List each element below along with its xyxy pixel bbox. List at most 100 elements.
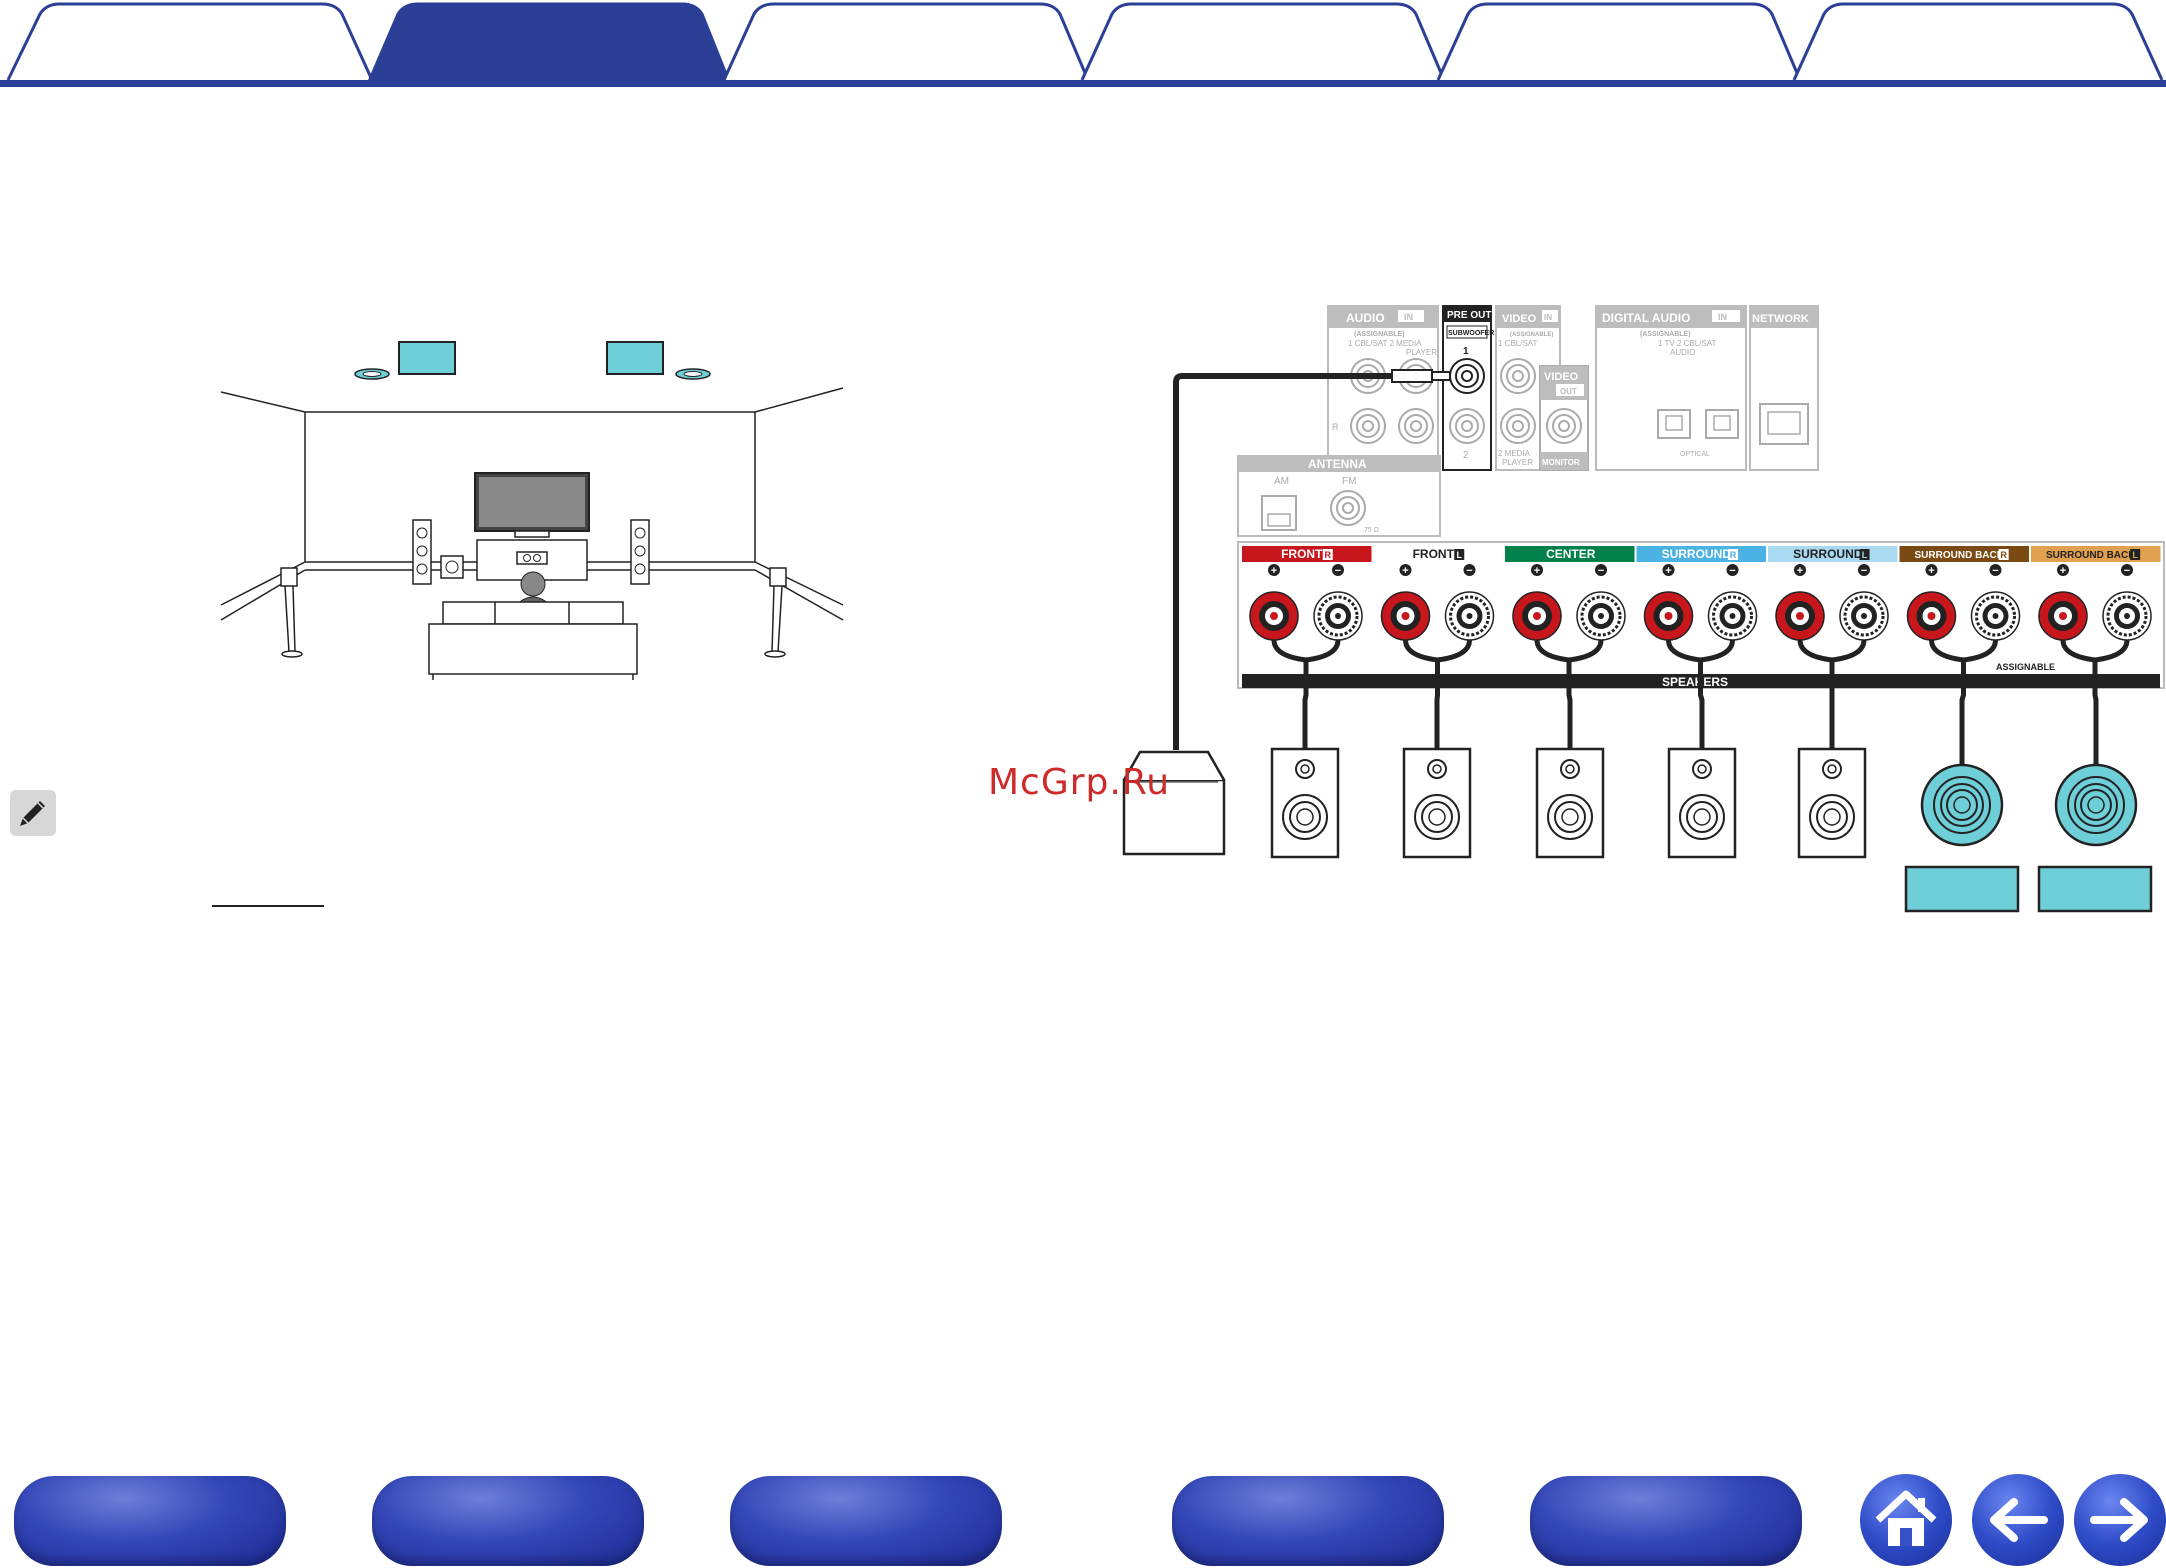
wiring-diagram: AUDIO IN (ASSIGNABLE) 1 CBL/SAT 2 MEDIA …	[1122, 305, 2165, 913]
negative-terminal[interactable]	[1707, 590, 1758, 642]
tab-3[interactable]	[722, 2, 1090, 81]
channel-center: CENTER+−	[1505, 546, 1635, 663]
video-in-label: VIDEO	[1502, 313, 1537, 325]
digital-audio-panel: DIGITAL AUDIO IN (ASSIGNABLE) 1 TV 2 CBL…	[1595, 305, 1747, 471]
ceiling-label-left	[398, 341, 456, 375]
nav-button-1[interactable]	[14, 1476, 286, 1566]
digital-audio-badge: IN	[1718, 312, 1727, 322]
digital-audio-label: DIGITAL AUDIO	[1602, 311, 1690, 325]
surround-right-box-speaker	[1667, 747, 1737, 859]
tab-4[interactable]	[1080, 2, 1446, 81]
channel-label: SURROUND	[1793, 547, 1863, 561]
pre-out-label: PRE OUT	[1447, 310, 1491, 321]
digital-audio-sub: AUDIO	[1670, 348, 1695, 357]
surround-right-speaker	[764, 567, 787, 658]
plus-mark: +	[1534, 565, 1540, 577]
tab-bar-baseline	[0, 80, 2166, 87]
video-out-badge: OUT	[1560, 387, 1577, 396]
audio-in-panel: AUDIO IN (ASSIGNABLE) 1 CBL/SAT 2 MEDIA …	[1327, 305, 1439, 471]
subwoofer-2-label: 2	[1463, 450, 1469, 461]
channel-side-label: R	[2000, 550, 2007, 560]
video-in-assignable: (ASSIGNABLE)	[1510, 332, 1553, 338]
positive-terminal[interactable]	[1643, 591, 1694, 641]
digital-audio-assignable: (ASSIGNABLE)	[1640, 331, 1691, 338]
video-in-player: PLAYER	[1502, 458, 1533, 467]
positive-terminal[interactable]	[1775, 591, 1825, 641]
negative-terminal[interactable]	[1970, 590, 2021, 642]
plus-mark: +	[1797, 565, 1803, 577]
tab-1[interactable]	[6, 2, 374, 81]
plus-mark: +	[1402, 565, 1408, 577]
positive-terminal[interactable]	[2038, 591, 2088, 641]
channel-label: SURROUND BACK	[1915, 550, 2005, 561]
front-left-speaker	[412, 519, 432, 585]
antenna-label: ANTENNA	[1308, 457, 1367, 471]
arrow-left-icon	[1990, 1498, 2048, 1542]
home-button[interactable]	[1860, 1474, 1952, 1566]
fm-ohm-label: 75 Ω	[1364, 527, 1379, 534]
channel-side-label: R	[1730, 550, 1737, 560]
nav-button-2[interactable]	[372, 1476, 644, 1566]
speakers-label: SPEAKERS	[1662, 675, 1728, 689]
speaker-cable	[1698, 660, 1705, 749]
subwoofer-1-jack[interactable]	[1449, 358, 1485, 394]
subwoofer-1-label: 1	[1463, 346, 1469, 357]
minus-mark: −	[1861, 565, 1867, 577]
channel-side-label: R	[1325, 550, 1332, 560]
video-in-badge: IN	[1544, 313, 1552, 322]
channel-side-label: L	[2132, 550, 2138, 560]
front-right-speaker	[630, 519, 650, 585]
positive-terminal[interactable]	[1512, 591, 1562, 641]
channel-side-label: L	[1457, 550, 1463, 560]
assignable-label: ASSIGNABLE	[1996, 662, 2055, 672]
audio-in-label: AUDIO	[1346, 311, 1385, 325]
minus-mark: −	[1466, 565, 1472, 577]
nav-button-4[interactable]	[1172, 1476, 1444, 1566]
room-layout-illustration	[220, 341, 844, 680]
minus-mark: −	[2124, 565, 2130, 577]
optical-label: OPTICAL	[1680, 451, 1710, 458]
channel-label: SURROUND	[1662, 547, 1732, 561]
plus-mark: +	[1928, 565, 1934, 577]
subwoofer-cable	[1173, 373, 1392, 750]
tab-5[interactable]	[1436, 2, 1802, 81]
positive-terminal[interactable]	[1249, 591, 1299, 641]
speaker-cable	[1566, 660, 1573, 749]
note-link-underline[interactable]	[212, 905, 324, 907]
monitor-label: MONITOR	[1542, 458, 1580, 467]
audio-in-inputs: 1 CBL/SAT 2 MEDIA	[1348, 339, 1422, 348]
positive-terminal[interactable]	[1380, 591, 1431, 641]
negative-terminal[interactable]	[1838, 590, 1890, 642]
back-button[interactable]	[1972, 1474, 2064, 1566]
video-out-label: VIDEO	[1544, 371, 1579, 383]
negative-terminal[interactable]	[1444, 590, 1495, 642]
plus-mark: +	[1271, 565, 1277, 577]
ceiling-speaker-right-label-box	[1904, 865, 2020, 913]
home-icon	[1875, 1490, 1937, 1546]
network-label: NETWORK	[1752, 313, 1809, 325]
positive-terminal[interactable]	[1906, 591, 1957, 641]
plus-mark: +	[1665, 565, 1671, 577]
audio-in-r-mark: R	[1332, 422, 1339, 432]
negative-terminal[interactable]	[1575, 590, 1627, 642]
speaker-cable	[2092, 660, 2099, 766]
surround-left-box-speaker	[1797, 747, 1867, 859]
digital-audio-inputs: 1 TV 2 CBL/SAT	[1658, 339, 1717, 348]
tab-6[interactable]	[1792, 2, 2164, 81]
nav-button-5[interactable]	[1530, 1476, 1802, 1566]
top-tab-bar	[0, 2, 2166, 87]
watermark-text: McGrp.Ru	[988, 762, 1171, 803]
subwoofer-box	[1122, 750, 1226, 856]
channel-label: FRONT	[1413, 547, 1455, 561]
fm-label: FM	[1342, 476, 1356, 487]
network-panel: NETWORK	[1749, 305, 1819, 471]
nav-button-3[interactable]	[730, 1476, 1002, 1566]
center-box-speaker	[1535, 747, 1605, 859]
channel-label: SURROUND BACK	[2046, 550, 2136, 561]
tab-2-active[interactable]	[365, 2, 733, 86]
negative-terminal[interactable]	[2101, 590, 2153, 642]
negative-terminal[interactable]	[1312, 590, 1364, 642]
forward-button[interactable]	[2074, 1474, 2166, 1566]
